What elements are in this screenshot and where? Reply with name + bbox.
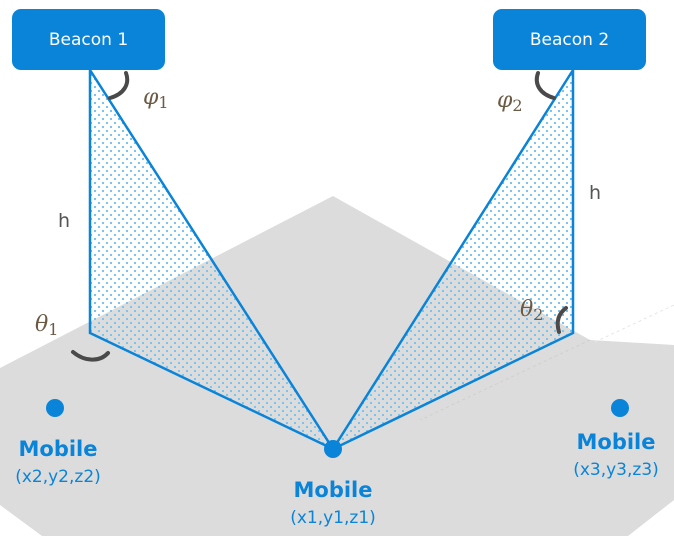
mobile-dot-2[interactable] [46, 399, 64, 417]
angle-arc-phi1 [108, 71, 130, 100]
angle-label-phi1: φ1 [143, 85, 169, 112]
angle-arc-theta1 [71, 350, 110, 362]
triangle-beacon-2 [329, 65, 575, 453]
mobile-3-name: Mobile [576, 430, 656, 454]
mobile-1-coords: (x1,y1,z1) [290, 508, 376, 528]
mobile-2-coords: (x2,y2,z2) [15, 467, 101, 487]
angle-label-theta1: θ1 [35, 312, 59, 339]
beacon-1-button[interactable]: Beacon 1 [12, 9, 165, 70]
angle-arc-phi2 [534, 71, 556, 100]
triangle-beacon-1 [88, 65, 337, 453]
mobile-1-name: Mobile [293, 478, 373, 502]
mobile-label-1: Mobile (x1,y1,z1) [270, 478, 396, 528]
beacon-2-button[interactable]: Beacon 2 [493, 9, 646, 70]
height-label-left: h [58, 210, 71, 232]
mobile-3-coords: (x3,y3,z3) [573, 460, 659, 480]
height-label-right: h [589, 182, 602, 204]
mobile-2-name: Mobile [18, 437, 98, 461]
mobile-label-2: Mobile (x2,y2,z2) [0, 437, 116, 487]
angle-arc-theta2 [555, 306, 568, 334]
mobile-dot-1[interactable] [324, 440, 342, 458]
mobile-label-3: Mobile (x3,y3,z3) [558, 430, 674, 480]
angle-label-phi2: φ2 [497, 88, 523, 115]
beacon-2-label: Beacon 2 [529, 29, 610, 50]
floor-guide-line [594, 304, 674, 343]
mobile-dot-3[interactable] [611, 399, 629, 417]
floor-guide-line [419, 339, 591, 421]
angle-label-theta2: θ2 [520, 297, 544, 324]
beacon-1-label: Beacon 1 [48, 29, 129, 50]
